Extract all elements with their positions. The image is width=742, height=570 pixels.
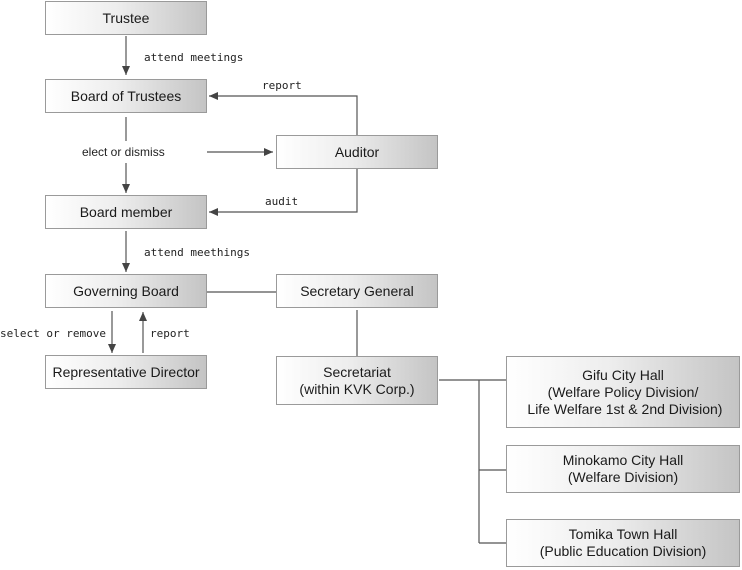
- secretary-general-box: Secretary General: [276, 274, 438, 308]
- auditor-label: Auditor: [334, 143, 380, 160]
- trustee-label: Trustee: [102, 9, 150, 26]
- gifu-line1: Gifu City Hall: [582, 366, 664, 383]
- board-member-box: Board member: [45, 195, 207, 229]
- gifu-line2: (Welfare Policy Division/: [547, 383, 699, 400]
- auditor-box: Auditor: [276, 135, 438, 169]
- attend-meethings-label: attend meethings: [144, 246, 250, 259]
- tomika-line2: (Public Education Division): [539, 543, 707, 559]
- report-bottom-label: report: [150, 327, 190, 340]
- governing-board-label: Governing Board: [73, 282, 179, 299]
- select-or-remove-label: select or remove: [0, 327, 106, 340]
- attend-meetings-label: attend meetings: [144, 51, 244, 64]
- minokamo-line1: Minokamo City Hall: [562, 452, 684, 468]
- audit-label: audit: [265, 195, 299, 208]
- arrow-auditor-audit: [209, 169, 358, 216]
- trustee-box: Trustee: [45, 1, 207, 35]
- tomika-line1: Tomika Town Hall: [568, 526, 678, 542]
- elect-or-dismiss-label: elect or dismiss: [82, 145, 165, 159]
- arrow-auditor-report: [209, 92, 358, 135]
- secretariat-line1: Secretariat: [323, 363, 391, 380]
- board-member-label: Board member: [79, 203, 173, 220]
- secretariat-box: Secretariat (within KVK Corp.): [276, 356, 438, 405]
- governing-board-box: Governing Board: [45, 274, 207, 308]
- representative-director-box: Representative Director: [45, 355, 207, 389]
- board-of-trustees-box: Board of Trustees: [45, 79, 207, 113]
- board-of-trustees-label: Board of Trustees: [70, 87, 182, 104]
- secretary-general-label: Secretary General: [300, 282, 414, 299]
- gifu-city-hall-box: Gifu City Hall (Welfare Policy Division/…: [506, 356, 740, 428]
- minokamo-line2: (Welfare Division): [567, 469, 679, 485]
- gifu-line3: Life Welfare 1st & 2nd Division): [523, 400, 723, 417]
- minokamo-city-hall-box: Minokamo City Hall (Welfare Division): [506, 445, 740, 493]
- report-top-label: report: [262, 79, 302, 92]
- tomika-town-hall-box: Tomika Town Hall (Public Education Divis…: [506, 519, 740, 567]
- secretariat-line2: (within KVK Corp.): [299, 380, 415, 397]
- representative-director-label: Representative Director: [52, 363, 200, 380]
